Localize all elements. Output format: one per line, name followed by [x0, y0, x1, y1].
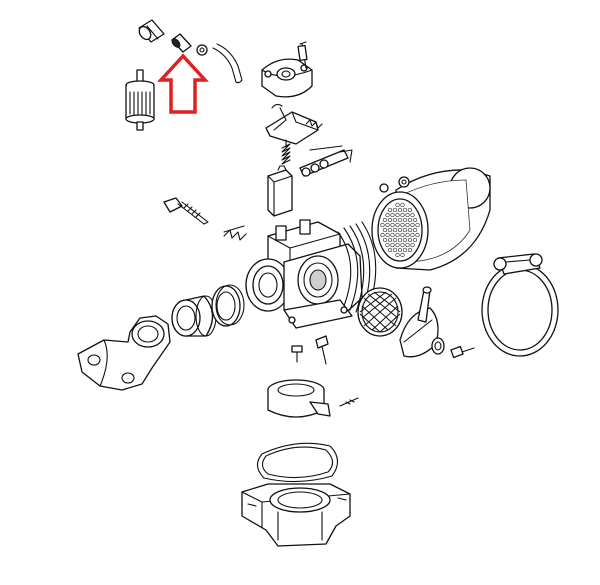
idle-screw — [163, 197, 209, 225]
filter-mesh-cell — [402, 227, 408, 233]
filter-mesh-cell — [412, 227, 418, 233]
filter-mesh-cell — [412, 217, 418, 223]
air-filter-element — [371, 191, 429, 269]
filter-mesh-cell — [400, 252, 405, 258]
filter-mesh-cell — [407, 227, 413, 233]
jet-screws — [291, 335, 329, 365]
filter-retaining-nut — [379, 176, 410, 193]
filter-mesh-cell — [400, 232, 405, 238]
filter-mesh-cell — [400, 212, 405, 218]
filter-mesh-cell — [395, 242, 400, 248]
filter-mesh-cell — [390, 212, 395, 218]
filter-mesh-cell — [397, 227, 403, 233]
filter-mesh-cell — [412, 237, 418, 243]
spacer-tube — [171, 295, 217, 337]
filter-mesh-cell — [407, 237, 413, 243]
filter-mesh-cell — [382, 227, 388, 233]
filter-mesh-cell — [380, 222, 385, 228]
filter-mesh-cell — [392, 247, 398, 253]
carburetor-mounting-flange — [241, 483, 351, 547]
filter-mesh-cell — [410, 222, 415, 228]
filter-mesh-cell — [397, 217, 403, 223]
filter-mesh-cell — [405, 232, 410, 238]
filter-mesh-cell — [387, 207, 393, 213]
filter-mesh-cell — [407, 217, 413, 223]
filter-mesh-cell — [402, 217, 408, 223]
inline-fuel-filter — [125, 69, 155, 131]
filter-mesh-cell — [387, 217, 393, 223]
hose-clamp — [481, 253, 559, 357]
filter-mesh-cell — [415, 232, 420, 238]
filter-mesh-cell — [385, 212, 390, 218]
filter-mesh-cell — [385, 232, 390, 238]
throttle-screw — [450, 345, 475, 359]
carburetor-body — [245, 219, 377, 329]
filter-mesh-cell — [395, 252, 400, 258]
filter-mesh-cell — [402, 237, 408, 243]
filter-mesh-cell — [392, 207, 398, 213]
filter-mesh-cell — [397, 247, 403, 253]
filter-mesh-cell — [385, 242, 390, 248]
fuel-line-fitting — [171, 33, 208, 56]
choke-disc — [357, 287, 403, 337]
filter-mesh-cell — [382, 217, 388, 223]
filter-mesh-cell — [415, 222, 420, 228]
float-chamber-cover — [267, 165, 293, 217]
choke-lever-assembly — [265, 103, 353, 177]
filter-mesh-cell — [390, 222, 395, 228]
float-bowl — [267, 379, 359, 418]
filter-mesh-cell — [387, 237, 393, 243]
filter-mesh-cell — [387, 247, 393, 253]
filter-mesh-cell — [385, 222, 390, 228]
filter-mesh-cell — [410, 242, 415, 248]
filter-mesh-cell — [410, 232, 415, 238]
filter-mesh-cell — [382, 237, 388, 243]
filter-mesh-cell — [390, 242, 395, 248]
filter-mesh-cell — [395, 212, 400, 218]
filter-mesh-cell — [395, 222, 400, 228]
filter-mesh-cell — [400, 222, 405, 228]
filter-mesh-cell — [387, 227, 393, 233]
filter-mesh-cell — [380, 232, 385, 238]
filter-mesh-cell — [405, 242, 410, 248]
filter-mesh-cell — [400, 242, 405, 248]
filter-mesh-cell — [405, 212, 410, 218]
filter-mesh-cell — [400, 202, 405, 208]
filter-mesh-cell — [392, 217, 398, 223]
filter-mesh-cell — [407, 247, 413, 253]
intake-manifold — [77, 315, 171, 391]
filter-mesh-cell — [407, 207, 413, 213]
filter-mesh-cell — [395, 232, 400, 238]
filter-mesh-cell — [397, 207, 403, 213]
throttle-plate — [399, 286, 445, 358]
filter-mesh-cell — [392, 237, 398, 243]
fuel-filter-cap — [138, 19, 165, 43]
filter-mesh-cell — [397, 237, 403, 243]
filter-mesh-cell — [402, 247, 408, 253]
fuel-hose — [212, 43, 243, 84]
highlight-arrow — [157, 53, 209, 114]
filter-mesh-cell — [410, 212, 415, 218]
filter-mesh-cell — [405, 222, 410, 228]
filter-mesh-cell — [402, 207, 408, 213]
filter-mesh-cell — [392, 227, 398, 233]
float-bowl-gasket — [256, 442, 339, 483]
filter-mesh-cell — [395, 202, 400, 208]
carburetor-top-cover — [261, 41, 313, 98]
filter-mesh-cell — [390, 232, 395, 238]
idle-spring — [223, 225, 247, 241]
gasket-ring — [211, 284, 245, 327]
